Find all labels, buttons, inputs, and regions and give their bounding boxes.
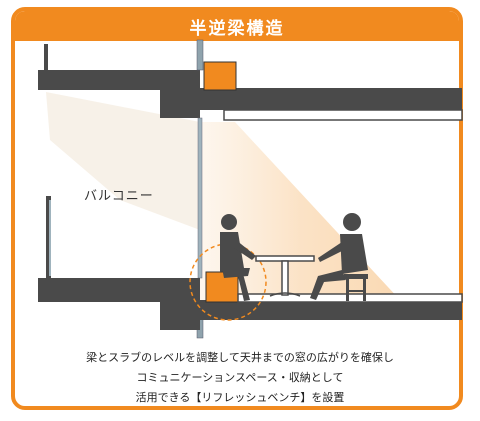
upper-balcony-slab [38, 70, 198, 90]
lower-beam [160, 278, 200, 330]
upper-beam [160, 70, 200, 118]
upper-interior-slab [200, 88, 462, 110]
lower-railing-glass [49, 200, 51, 276]
window-sash-upper [196, 39, 204, 71]
upper-floor-finish [223, 109, 463, 121]
caption-line-1: 梁とスラブのレベルを調整して天井までの窓の広がりを確保し [86, 351, 394, 364]
diagram-title: 半逆梁構造 [15, 11, 459, 41]
cafe-table [255, 255, 315, 297]
lower-interior-slab [200, 300, 462, 320]
lower-floor-finish [237, 293, 463, 303]
daylight-beam-upper [46, 92, 200, 230]
upper-railing [44, 44, 48, 70]
balcony-label: バルコニー [84, 189, 154, 204]
caption-line-2: コミュニケーションスペース・収納として [136, 371, 344, 384]
person-on-bench-silhouette [220, 214, 256, 301]
upper-beam-orange [203, 61, 237, 91]
person-on-stool-silhouette [310, 213, 368, 301]
caption-line-3: 活用できる【リフレッシュベンチ】を設置 [135, 391, 345, 404]
lower-railing [46, 196, 51, 280]
